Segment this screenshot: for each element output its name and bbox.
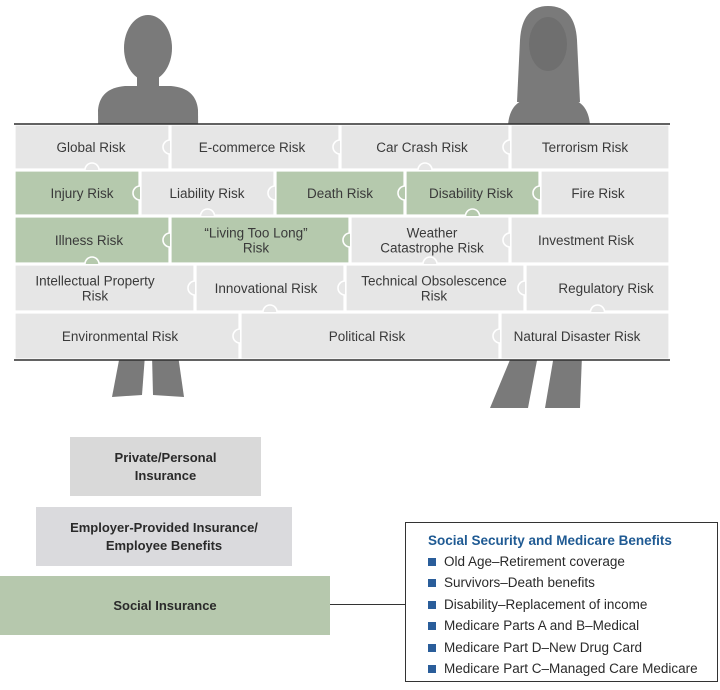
benefit-item: Old Age–Retirement coverage bbox=[428, 554, 625, 569]
benefit-label: Medicare Part D–New Drug Card bbox=[444, 640, 643, 655]
bullet-icon bbox=[428, 600, 436, 609]
benefit-item: Medicare Part D–New Drug Card bbox=[428, 640, 642, 655]
tier-social-line1: Social Insurance bbox=[113, 597, 217, 613]
connector-line bbox=[330, 604, 405, 605]
puzzle-piece bbox=[140, 170, 275, 217]
puzzle-piece bbox=[14, 170, 141, 217]
risk-label: E-commerce Risk bbox=[199, 140, 306, 155]
risk-label: Innovational Risk bbox=[215, 281, 318, 296]
puzzle-piece bbox=[195, 263, 345, 312]
risk-label: Liability Risk bbox=[169, 186, 244, 201]
bullet-icon bbox=[428, 664, 436, 673]
puzzle-piece bbox=[14, 263, 195, 312]
benefit-label: Survivors–Death benefits bbox=[444, 575, 595, 590]
risk-label: Natural Disaster Risk bbox=[514, 329, 641, 344]
benefit-label: Disability–Replacement of income bbox=[444, 597, 648, 612]
benefit-item: Survivors–Death benefits bbox=[428, 575, 595, 590]
puzzle-piece bbox=[499, 311, 670, 360]
risk-label: Injury Risk bbox=[50, 186, 113, 201]
risk-label: Car Crash Risk bbox=[376, 140, 468, 155]
benefit-label: Old Age–Retirement coverage bbox=[444, 554, 625, 569]
risk-label: Investment Risk bbox=[538, 233, 634, 248]
puzzle-piece bbox=[240, 311, 500, 360]
benefits-title: Social Security and Medicare Benefits bbox=[428, 533, 672, 548]
risk-label: “Living Too Long”Risk bbox=[204, 226, 307, 256]
puzzle-piece bbox=[524, 263, 670, 312]
puzzle-piece bbox=[349, 216, 510, 265]
benefits-box: Social Security and Medicare Benefits Ol… bbox=[405, 522, 718, 682]
risk-label: Illness Risk bbox=[55, 233, 124, 248]
benefit-item: Medicare Parts A and B–Medical bbox=[428, 618, 639, 633]
puzzle-piece bbox=[404, 170, 540, 217]
risk-label: Fire Risk bbox=[571, 186, 624, 201]
tier-employer-line2: Employee Benefits bbox=[105, 537, 223, 553]
benefit-item: Disability–Replacement of income bbox=[428, 597, 647, 612]
puzzle-piece bbox=[539, 170, 670, 217]
risk-label: Death Risk bbox=[307, 186, 373, 201]
bullet-icon bbox=[428, 643, 436, 652]
tier-employer-insurance: Employer-Provided Insurance/ Employee Be… bbox=[36, 507, 292, 566]
puzzle-piece bbox=[170, 216, 350, 265]
puzzle-piece bbox=[509, 124, 670, 171]
puzzle-piece bbox=[344, 263, 525, 312]
puzzle-piece bbox=[339, 124, 510, 171]
tier-social-insurance: Social Insurance bbox=[0, 576, 330, 635]
benefit-label: Medicare Parts A and B–Medical bbox=[444, 618, 640, 633]
bullet-icon bbox=[428, 557, 436, 566]
risk-label: Disability Risk bbox=[429, 186, 513, 201]
tier-employer-line1: Employer-Provided Insurance/ bbox=[70, 519, 258, 535]
risk-label: Regulatory Risk bbox=[558, 281, 654, 296]
puzzle-pieces: Global Risk E-commerce Risk Car Crash Risk… bbox=[14, 124, 670, 360]
puzzle-piece bbox=[170, 124, 340, 171]
benefit-item: Medicare Part C–Managed Care Medicare bbox=[428, 661, 698, 676]
benefit-label: Medicare Part C–Managed Care Medicare bbox=[444, 661, 698, 676]
risk-label: Terrorism Risk bbox=[542, 140, 628, 155]
tier-private-insurance: Private/Personal Insurance bbox=[70, 437, 261, 496]
tier-private-line1: Private/Personal bbox=[114, 449, 217, 465]
puzzle-piece bbox=[274, 170, 405, 217]
bullet-icon bbox=[428, 621, 436, 630]
risk-label: Environmental Risk bbox=[62, 329, 179, 344]
puzzle-piece bbox=[509, 216, 670, 265]
risk-label: Global Risk bbox=[56, 140, 125, 155]
tier-private-line2: Insurance bbox=[134, 467, 197, 483]
bullet-icon bbox=[428, 578, 436, 587]
puzzle-piece bbox=[14, 311, 240, 360]
risk-label: Political Risk bbox=[329, 329, 406, 344]
